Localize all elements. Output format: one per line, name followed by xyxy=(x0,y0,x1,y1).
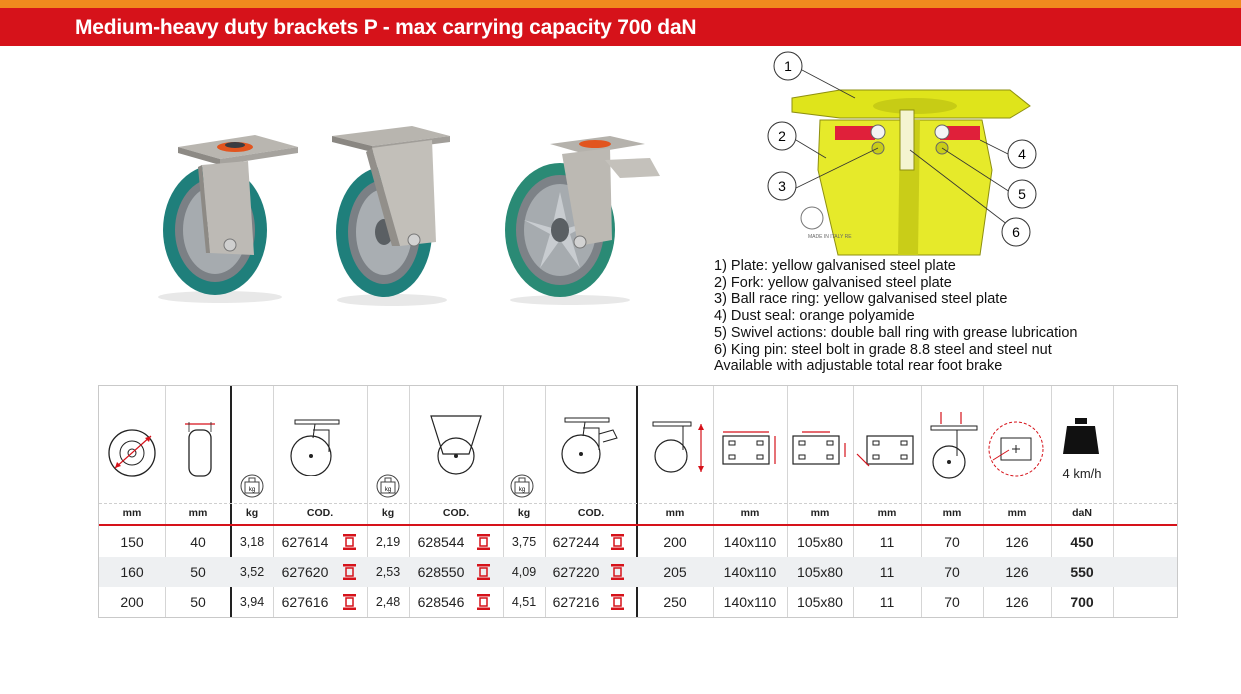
svg-text:kg: kg xyxy=(249,487,255,493)
svg-text:kg: kg xyxy=(385,487,391,493)
fixed-caster-icon xyxy=(430,415,482,475)
brake-caster-icon xyxy=(561,417,618,474)
brake-caster-photo xyxy=(505,136,660,305)
hole-spacing-icon xyxy=(792,431,846,465)
speed-label: 4 km/h xyxy=(1062,466,1102,481)
plate-size-icon xyxy=(722,431,776,465)
weight-icon: kg xyxy=(510,474,534,498)
fixed-caster-photo xyxy=(332,126,450,306)
legend-note: Available with adjustable total rear foo… xyxy=(714,358,1003,375)
rod-stock-icon xyxy=(343,594,356,610)
callout-4: 4 xyxy=(1018,146,1026,162)
rod-stock-icon xyxy=(611,534,624,550)
legend-item: 5) Swivel actions: double ball ring with… xyxy=(714,324,1078,341)
top-accent-line xyxy=(0,0,1241,8)
wheel-width-icon xyxy=(185,422,215,477)
table-row: 200 50 3,94 627616 2,48 628546 4,51 6272… xyxy=(120,594,1094,610)
callout-1: 1 xyxy=(784,58,792,74)
rod-stock-icon xyxy=(477,564,490,580)
rod-stock-icon xyxy=(611,594,624,610)
callout-2: 2 xyxy=(778,128,786,144)
rod-stock-icon xyxy=(611,564,624,580)
callout-5: 5 xyxy=(1018,186,1026,202)
load-weight-icon xyxy=(1063,418,1099,454)
table-row: 150 40 3,18 627614 2,19 628544 3,75 6272… xyxy=(120,534,1094,550)
bolt-hole-icon xyxy=(856,435,914,467)
legend-item: 6) King pin: steel bolt in grade 8.8 ste… xyxy=(714,341,1052,358)
rod-stock-icon xyxy=(477,594,490,610)
legend-item: 3) Ball race ring: yellow galvanised ste… xyxy=(714,291,1008,308)
weight-icon: kg xyxy=(240,474,264,498)
wheel-diameter-icon xyxy=(108,429,156,477)
spec-table: kg kg kg xyxy=(98,385,1178,618)
height-icon xyxy=(652,421,704,473)
diagram-stamp: MADE IN ITALY RE xyxy=(808,234,852,240)
callout-6: 6 xyxy=(1012,224,1020,240)
title-banner: Medium-heavy duty brackets P - max carry… xyxy=(0,8,1241,46)
table-row: 160 50 3,52 627620 2,53 628550 4,09 6272… xyxy=(99,557,1177,587)
swivel-radius-icon xyxy=(988,421,1044,477)
column-divider xyxy=(636,386,638,617)
svg-text:kg: kg xyxy=(519,487,525,493)
rod-stock-icon xyxy=(477,534,490,550)
weight-icon: kg xyxy=(376,474,400,498)
column-divider xyxy=(230,386,232,617)
component-legend: 1) Plate: yellow galvanised steel plate … xyxy=(714,258,1078,375)
legend-item: 4) Dust seal: orange polyamide xyxy=(714,308,915,325)
swivel-caster-icon xyxy=(290,419,340,476)
legend-item: 2) Fork: yellow galvanised steel plate xyxy=(714,274,952,291)
caster-cutaway-diagram: MADE IN ITALY RE 1 2 3 4 5 6 xyxy=(767,51,1037,256)
swivel-caster-photo xyxy=(158,135,298,303)
legend-item: 1) Plate: yellow galvanised steel plate xyxy=(714,258,956,274)
offset-icon xyxy=(930,412,978,479)
page-title: Medium-heavy duty brackets P - max carry… xyxy=(75,16,697,39)
callout-3: 3 xyxy=(778,178,786,194)
header-rule xyxy=(99,524,1177,526)
rod-stock-icon xyxy=(343,534,356,550)
rod-stock-icon xyxy=(343,564,356,580)
